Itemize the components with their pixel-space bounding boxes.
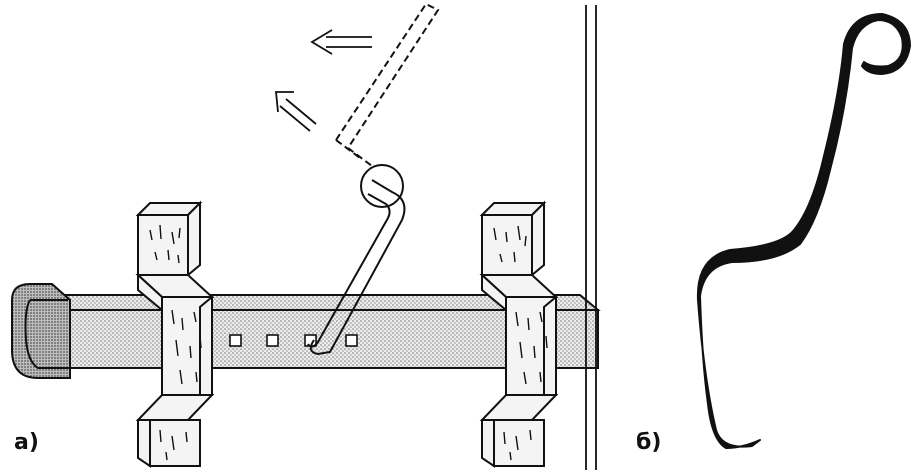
right-wooden-bracket: [479, 200, 559, 468]
bolt-holes: [229, 334, 358, 347]
motion-arrows: [275, 29, 372, 132]
bolt-hole: [345, 334, 358, 347]
panel-a-latch-diagram: [11, 2, 601, 470]
hook-key: [307, 164, 406, 356]
bolt-hole: [266, 334, 279, 347]
bolt-hole: [229, 334, 242, 347]
panel-label-a: а): [14, 430, 39, 455]
double-line-arrow-icon: [275, 91, 317, 132]
iron-hook-icon: [696, 13, 911, 449]
hook-key-ghost-position: [335, 2, 440, 167]
left-wooden-bracket: [135, 200, 215, 468]
panel-label-b: б): [636, 430, 662, 455]
panel-b-iron-hook: [696, 13, 911, 449]
key-ring: [360, 164, 404, 208]
door-jamb-lines: [585, 5, 597, 470]
double-line-arrow-icon: [310, 29, 372, 55]
